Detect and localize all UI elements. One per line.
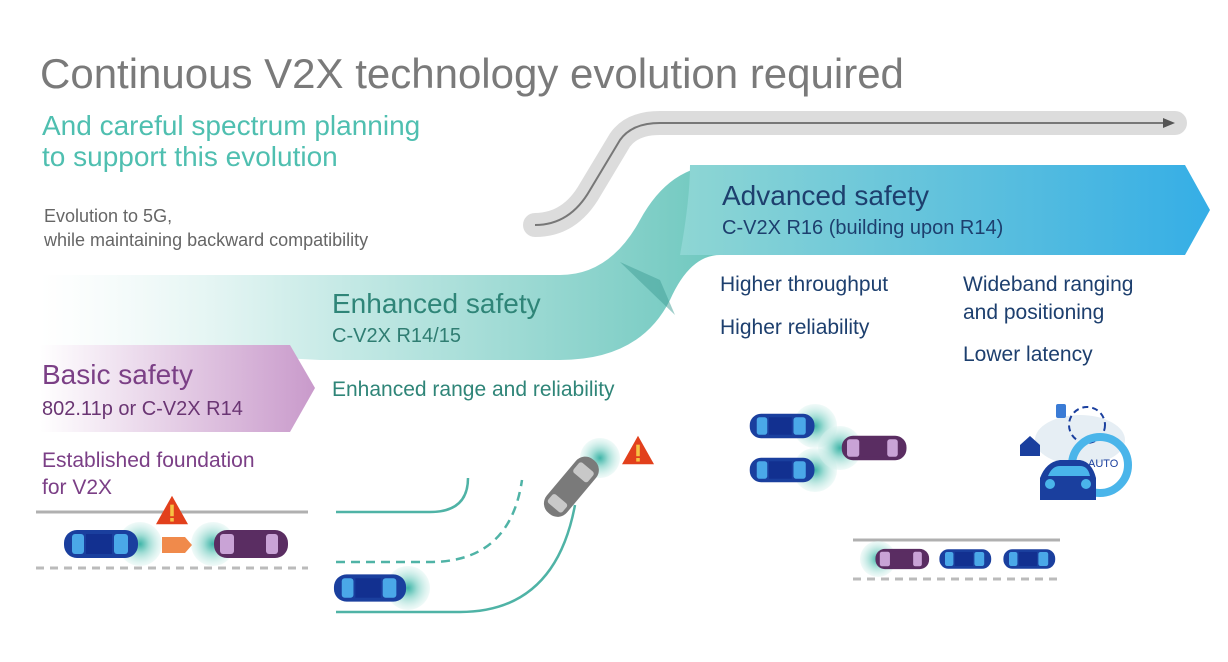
enhanced-safety-subtitle: C-V2X R14/15 <box>332 325 461 347</box>
home-icon <box>1020 436 1040 456</box>
enhanced-safety-title: Enhanced safety <box>332 288 541 319</box>
autonomous-car-icon <box>1020 404 1132 500</box>
basic-safety-feature-2: for V2X <box>42 476 113 499</box>
subtitle-line-1: And careful spectrum planning <box>42 110 421 141</box>
advanced-safety-ribbon <box>680 165 1210 255</box>
feature-lower-latency: Lower latency <box>963 343 1093 366</box>
advanced-safety-subtitle: C-V2X R16 (building upon R14) <box>722 217 1004 239</box>
car-icon <box>939 549 992 569</box>
car-icon <box>749 457 815 483</box>
car-icon <box>333 574 407 602</box>
car-icon <box>214 530 288 558</box>
enhanced-safety-feature: Enhanced range and reliability <box>332 378 615 401</box>
feature-wideband-ranging: Wideband ranging <box>963 273 1134 296</box>
car-icon <box>749 413 815 439</box>
warning-icon <box>156 495 188 525</box>
enhanced-safety-ribbon <box>40 165 720 360</box>
feature-higher-reliability: Higher reliability <box>720 316 870 339</box>
car-icon <box>1003 549 1056 569</box>
advanced-safety-title: Advanced safety <box>722 180 930 211</box>
note-line-2: while maintaining backward compatibility <box>44 230 369 250</box>
note-line-1: Evolution to 5G, <box>44 206 173 226</box>
page-title: Continuous V2X technology evolution requ… <box>40 50 904 97</box>
basic-safety-feature-1: Established foundation <box>42 449 255 472</box>
basic-safety-subtitle: 802.11p or C-V2X R14 <box>42 398 243 420</box>
warning-icon <box>622 435 654 465</box>
car-icon <box>875 548 930 570</box>
car-icon <box>841 435 907 461</box>
feature-positioning: and positioning <box>963 301 1105 324</box>
feature-higher-throughput: Higher throughput <box>720 273 889 296</box>
auto-label: AUTO <box>1088 458 1119 470</box>
subtitle-line-2: to support this evolution <box>42 141 338 172</box>
evolution-arrow <box>534 122 1170 226</box>
basic-safety-ribbon <box>40 345 315 432</box>
watch-icon <box>1056 404 1066 418</box>
signal-arrow-icon <box>162 537 192 553</box>
car-icon <box>64 530 138 558</box>
basic-safety-title: Basic safety <box>42 359 193 390</box>
crashed-car-icon <box>538 451 604 522</box>
